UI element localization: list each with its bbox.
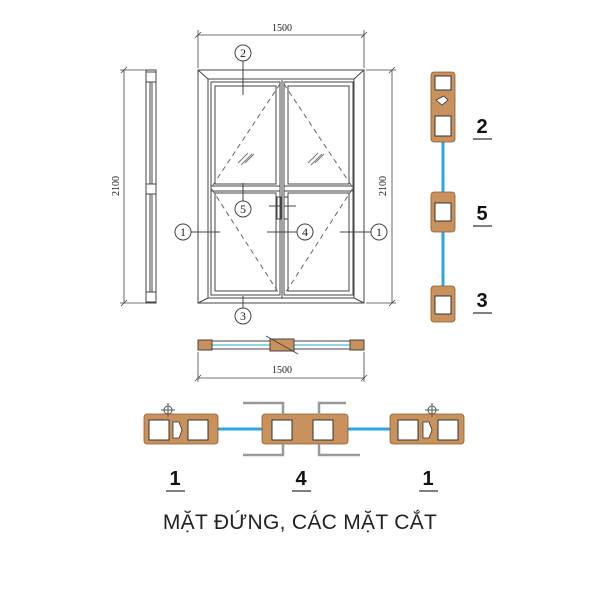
handle-top-left xyxy=(243,401,285,415)
vertical-section xyxy=(430,71,456,323)
plan-section-thin xyxy=(197,335,365,355)
callout-circle-1-right xyxy=(370,223,388,241)
section-label-2: 2 xyxy=(476,116,487,138)
profile-chamber xyxy=(434,75,452,91)
side-section-thin xyxy=(145,69,157,304)
callout-circle-5 xyxy=(234,200,252,218)
left-sash xyxy=(210,81,281,296)
label-underlines xyxy=(166,138,492,492)
gasket xyxy=(172,421,183,439)
left-panel-bottom xyxy=(214,192,277,292)
section-label-1-right: 1 xyxy=(422,468,433,490)
horizontal-section xyxy=(143,401,465,457)
width-dimension: 1500 xyxy=(272,23,292,34)
right-panel-bottom xyxy=(287,192,350,292)
plan-width-dimension: 1500 xyxy=(272,365,292,376)
gasket xyxy=(435,95,449,106)
inner-frame xyxy=(207,78,355,299)
outer-frame xyxy=(197,69,365,304)
handle-top-right xyxy=(317,401,346,415)
profile-chamber xyxy=(148,419,170,441)
section-label-3: 3 xyxy=(476,290,487,312)
dimension-lines xyxy=(120,30,396,382)
handle-bottom-right xyxy=(317,444,360,457)
callout-circle-1-left xyxy=(174,223,192,241)
left-glass-top xyxy=(214,85,277,185)
drawing-title: MẶT ĐỨNG, CÁC MẶT CẮT xyxy=(162,511,438,534)
right-sash xyxy=(283,81,354,296)
callout-5: 5 xyxy=(240,202,246,216)
callout-1-left: 1 xyxy=(180,225,186,239)
right-glass-top xyxy=(287,85,350,185)
height-dimension-left: 2100 xyxy=(111,176,122,196)
profile-chamber xyxy=(397,419,419,441)
callout-3: 3 xyxy=(240,309,246,323)
gasket xyxy=(422,421,433,439)
profile-chamber xyxy=(434,202,452,222)
callout-circle-2 xyxy=(234,44,252,62)
section-label-4: 4 xyxy=(295,468,307,490)
section-label-1-left: 1 xyxy=(169,468,180,490)
callout-1-right: 1 xyxy=(376,225,382,239)
callout-circle-4 xyxy=(296,223,314,241)
profile-chamber xyxy=(271,419,293,441)
callout-circle-3 xyxy=(234,307,252,325)
profile-chamber xyxy=(437,419,459,441)
swing-lines xyxy=(210,83,354,296)
section-label-5: 5 xyxy=(476,203,487,225)
callout-4: 4 xyxy=(302,225,308,239)
profile-chamber xyxy=(187,419,209,441)
profile-chamber xyxy=(312,419,334,441)
height-dimension-right: 2100 xyxy=(378,176,389,196)
profile-chamber xyxy=(434,115,452,137)
callout-2: 2 xyxy=(240,46,246,60)
elevation-door xyxy=(191,61,371,308)
door-handle xyxy=(269,196,296,220)
glass-marks xyxy=(237,152,325,166)
profile-chamber xyxy=(434,295,452,315)
handle-bottom-left xyxy=(243,444,285,457)
